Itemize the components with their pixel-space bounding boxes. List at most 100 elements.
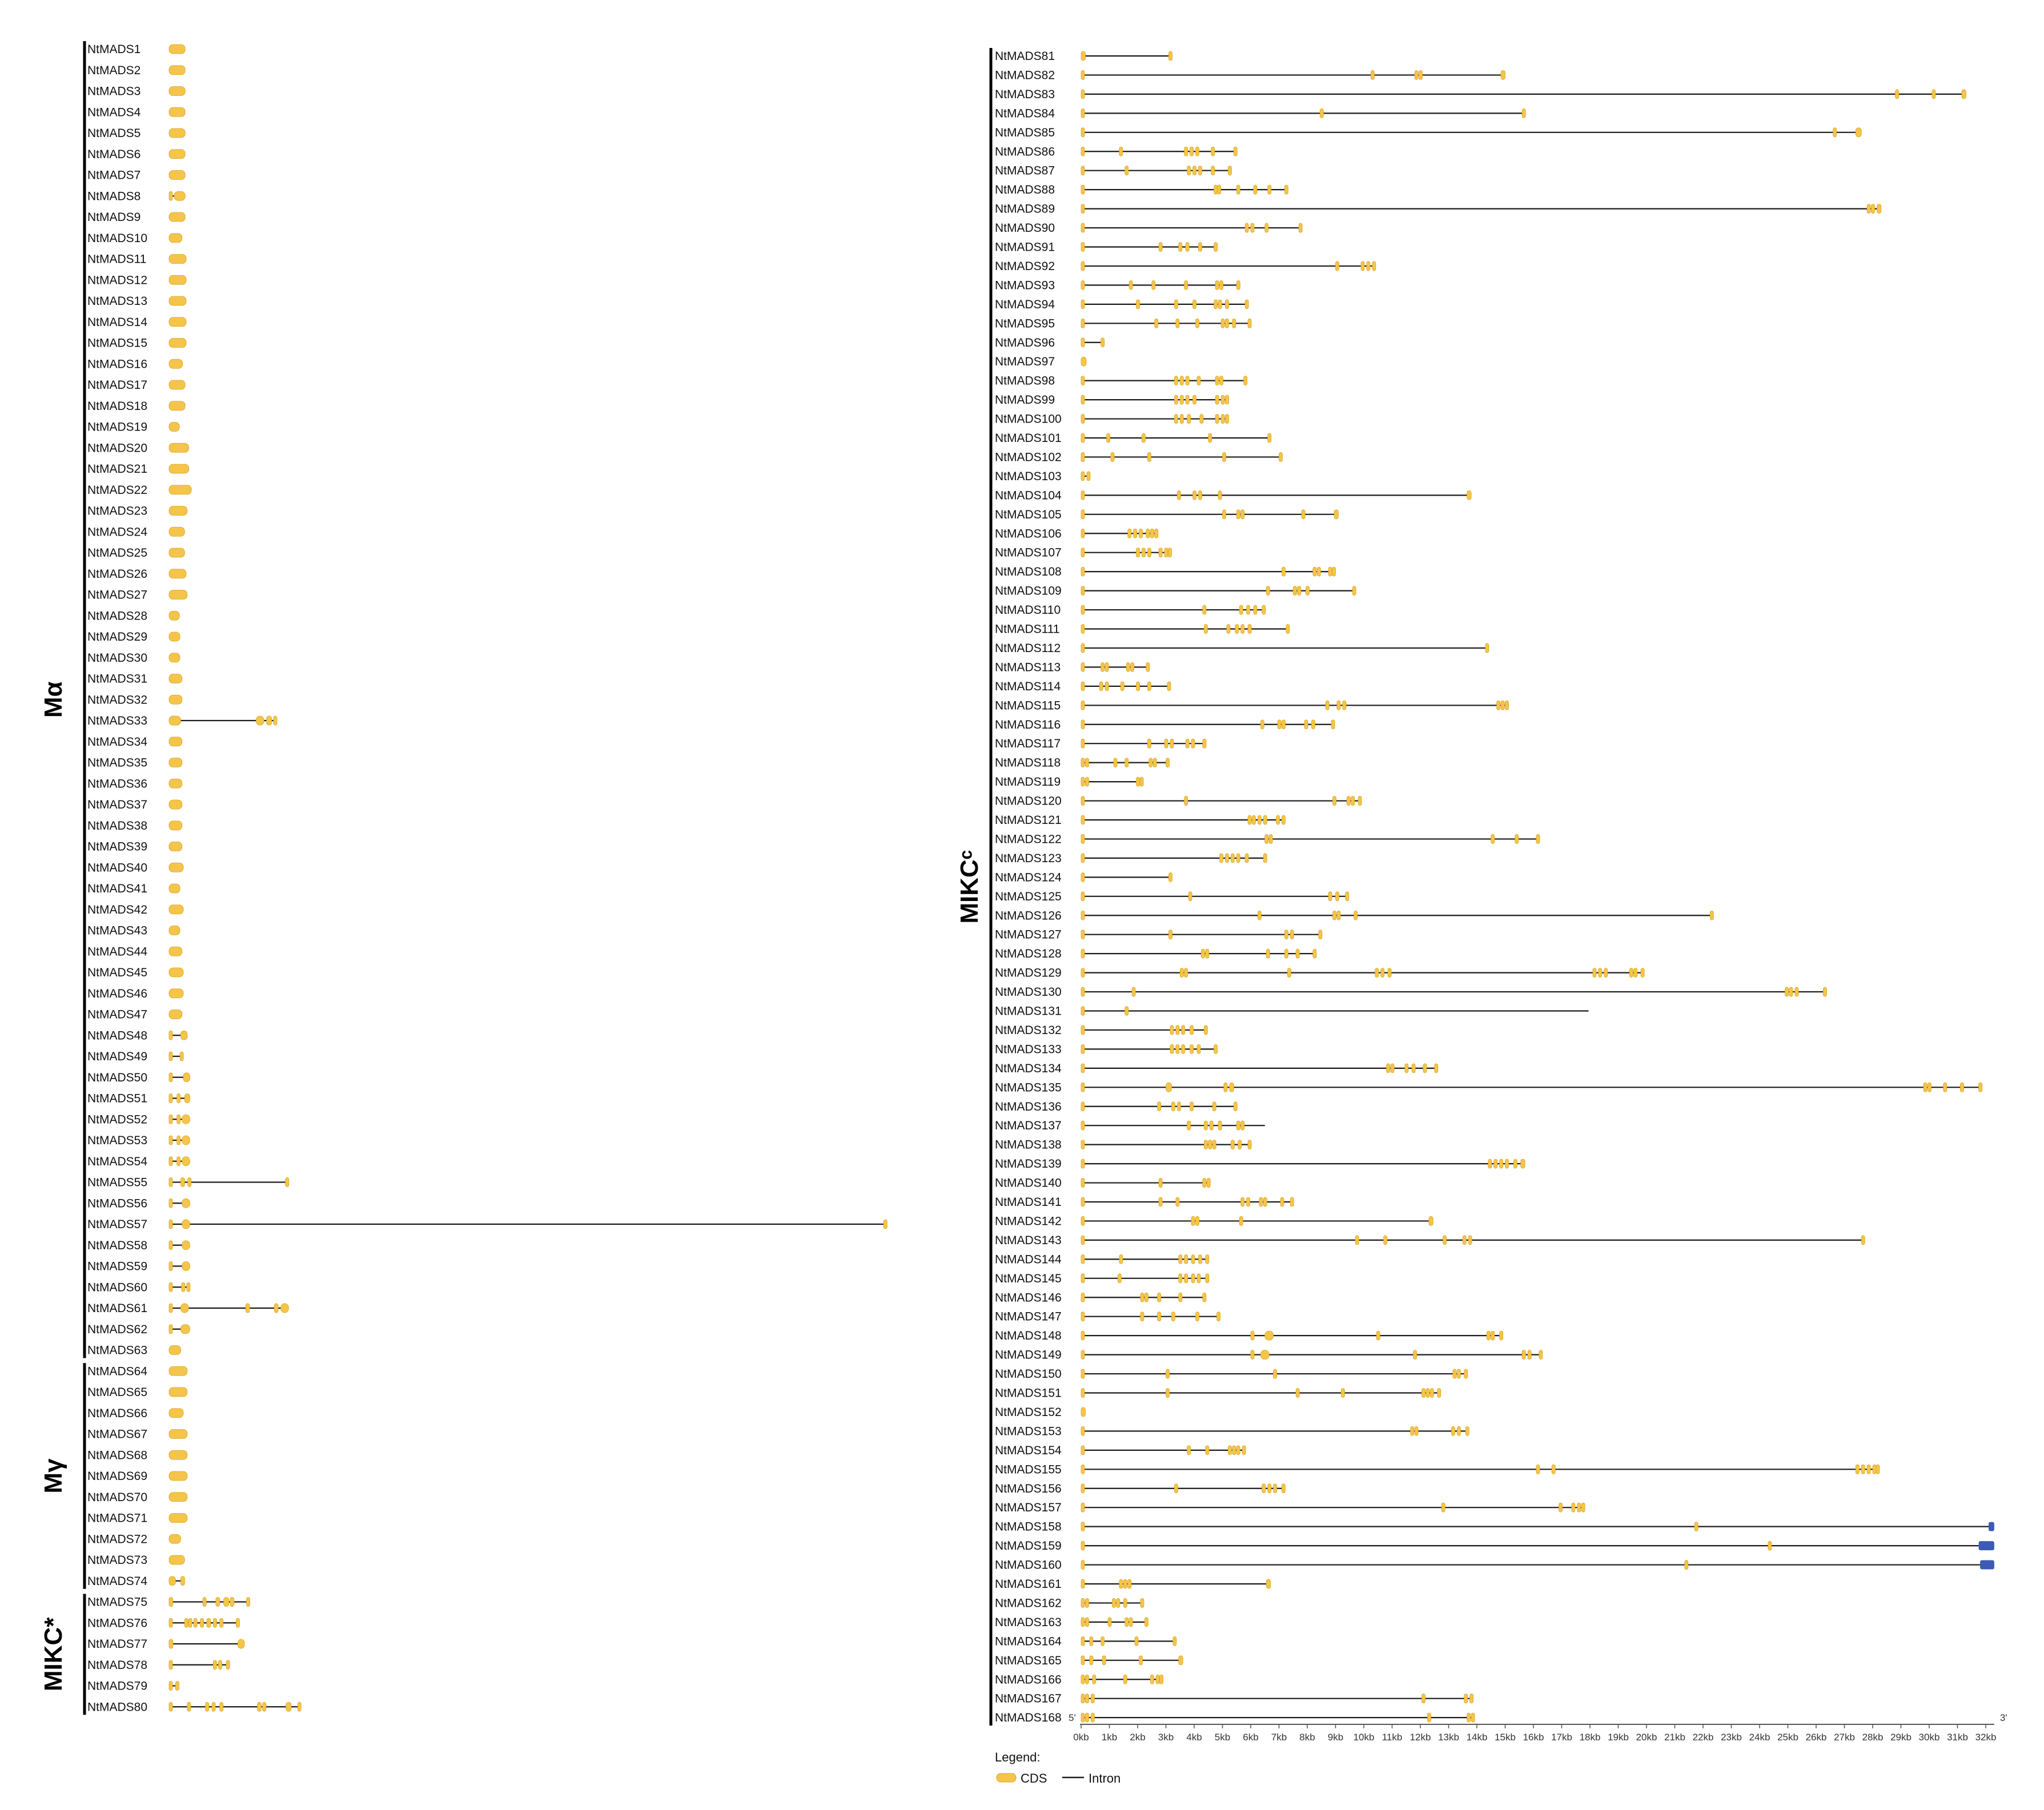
cds-exon xyxy=(1203,1120,1208,1131)
gene-row: NtMADS33 xyxy=(87,714,278,727)
cds-exon xyxy=(168,1681,173,1691)
gene-row: NtMADS24 xyxy=(87,525,185,538)
cds-exon xyxy=(1170,1044,1174,1054)
cds-exon xyxy=(168,946,183,956)
cds-exon xyxy=(1081,337,1085,348)
cds-exon xyxy=(1376,1330,1380,1341)
gene-row: NtMADS164 xyxy=(995,1635,1177,1648)
gene-label: NtMADS46 xyxy=(87,987,147,1000)
cds-exon xyxy=(1226,624,1231,634)
cds-exon xyxy=(1146,528,1150,538)
cds-exon xyxy=(1081,1178,1085,1188)
cds-exon xyxy=(1081,586,1085,596)
gene-label: NtMADS150 xyxy=(995,1367,1062,1381)
cds-exon xyxy=(1081,1445,1085,1455)
group-label: Mγ xyxy=(39,1458,67,1494)
cds-exon xyxy=(1240,1120,1245,1131)
cds-exon xyxy=(1176,490,1181,500)
gene-label: NtMADS130 xyxy=(995,986,1062,999)
cds-exon xyxy=(1215,376,1219,386)
cds-exon xyxy=(280,1303,289,1313)
cds-exon xyxy=(1192,166,1196,176)
cds-exon xyxy=(205,1702,210,1712)
cds-exon xyxy=(184,1093,190,1103)
cds-exon xyxy=(176,1114,181,1124)
cds-exon xyxy=(1220,414,1225,424)
axis-tick-label: 4kb xyxy=(1186,1732,1202,1743)
gene-row: NtMADS156 xyxy=(995,1482,1286,1495)
cds-exon xyxy=(1081,1216,1085,1226)
gene-row: NtMADS38 xyxy=(87,819,183,832)
gene-row: NtMADS72 xyxy=(87,1533,181,1546)
gene-row: NtMADS44 xyxy=(87,945,183,958)
gene-label: NtMADS25 xyxy=(87,546,147,560)
gene-row: NtMADS96 xyxy=(995,336,1105,349)
gene-row: NtMADS17 xyxy=(87,379,186,392)
cds-exon xyxy=(1081,643,1085,653)
cds-exon xyxy=(168,380,186,390)
gene-row: NtMADS64 xyxy=(87,1365,188,1378)
cds-exon xyxy=(1081,1464,1085,1474)
cds-exon xyxy=(1149,758,1153,768)
cds-exon xyxy=(1184,146,1188,156)
cds-exon xyxy=(218,1660,222,1670)
cds-exon xyxy=(183,1072,190,1083)
cds-exon xyxy=(1464,1694,1468,1704)
gene-label: NtMADS127 xyxy=(995,928,1062,942)
cds-exon xyxy=(1292,586,1297,596)
gene-row: NtMADS60 xyxy=(87,1281,191,1294)
gene-label: NtMADS81 xyxy=(995,50,1055,63)
cds-exon xyxy=(1134,1636,1139,1646)
cds-exon xyxy=(1427,1712,1431,1723)
cds-exon xyxy=(1335,261,1339,271)
cds-exon xyxy=(1116,1598,1121,1608)
cds-exon xyxy=(180,1324,190,1334)
gene-row: NtMADS105 xyxy=(995,508,1339,521)
cds-exon xyxy=(1465,1426,1469,1436)
cds-exon xyxy=(1451,1426,1455,1436)
cds-exon xyxy=(168,674,183,683)
gene-label: NtMADS116 xyxy=(995,718,1061,731)
cds-exon xyxy=(168,1597,174,1607)
cds-exon xyxy=(1336,700,1341,710)
cds-exon xyxy=(286,1702,292,1712)
cds-exon xyxy=(1081,242,1085,252)
gene-label: NtMADS74 xyxy=(87,1575,147,1588)
gene-label: NtMADS149 xyxy=(995,1349,1062,1362)
gene-row: NtMADS6 xyxy=(87,148,186,161)
cds-exon xyxy=(1290,1197,1294,1207)
cds-exon xyxy=(1351,796,1355,806)
gene-row: NtMADS10 xyxy=(87,232,183,245)
cds-exon xyxy=(1332,566,1336,577)
gene-label: NtMADS43 xyxy=(87,924,147,938)
gene-row: NtMADS80 xyxy=(87,1700,302,1714)
cds-exon xyxy=(1876,1464,1880,1474)
axis-tick-label: 9kb xyxy=(1328,1732,1343,1743)
cds-exon xyxy=(179,1051,184,1061)
cds-exon xyxy=(168,1408,184,1418)
gene-row: NtMADS82 xyxy=(995,69,1505,82)
cds-exon xyxy=(1273,1483,1278,1494)
cds-exon xyxy=(1212,1101,1216,1112)
cds-exon xyxy=(1081,127,1085,138)
cds-exon xyxy=(1877,204,1882,214)
axis-tick-label: 22kb xyxy=(1693,1732,1714,1743)
cds-exon xyxy=(1342,700,1347,710)
gene-label: NtMADS94 xyxy=(995,298,1055,311)
cds-exon xyxy=(1383,1235,1388,1245)
gene-row: NtMADS50 xyxy=(87,1071,190,1084)
cds-exon xyxy=(1085,1598,1089,1608)
cds-exon xyxy=(1178,1655,1183,1666)
gene-label: NtMADS109 xyxy=(995,585,1062,598)
cds-exon xyxy=(1386,1063,1391,1073)
cds-exon xyxy=(1155,1674,1160,1684)
cds-exon xyxy=(1598,968,1603,978)
cds-exon xyxy=(1301,509,1306,520)
cds-exon xyxy=(1244,299,1249,309)
gene-row: NtMADS133 xyxy=(995,1043,1218,1056)
cds-exon xyxy=(1505,1159,1509,1169)
cds-exon xyxy=(1216,1312,1221,1322)
gene-row: NtMADS127 xyxy=(995,928,1323,942)
cds-exon xyxy=(1196,1273,1201,1284)
gene-label: NtMADS14 xyxy=(87,316,147,329)
